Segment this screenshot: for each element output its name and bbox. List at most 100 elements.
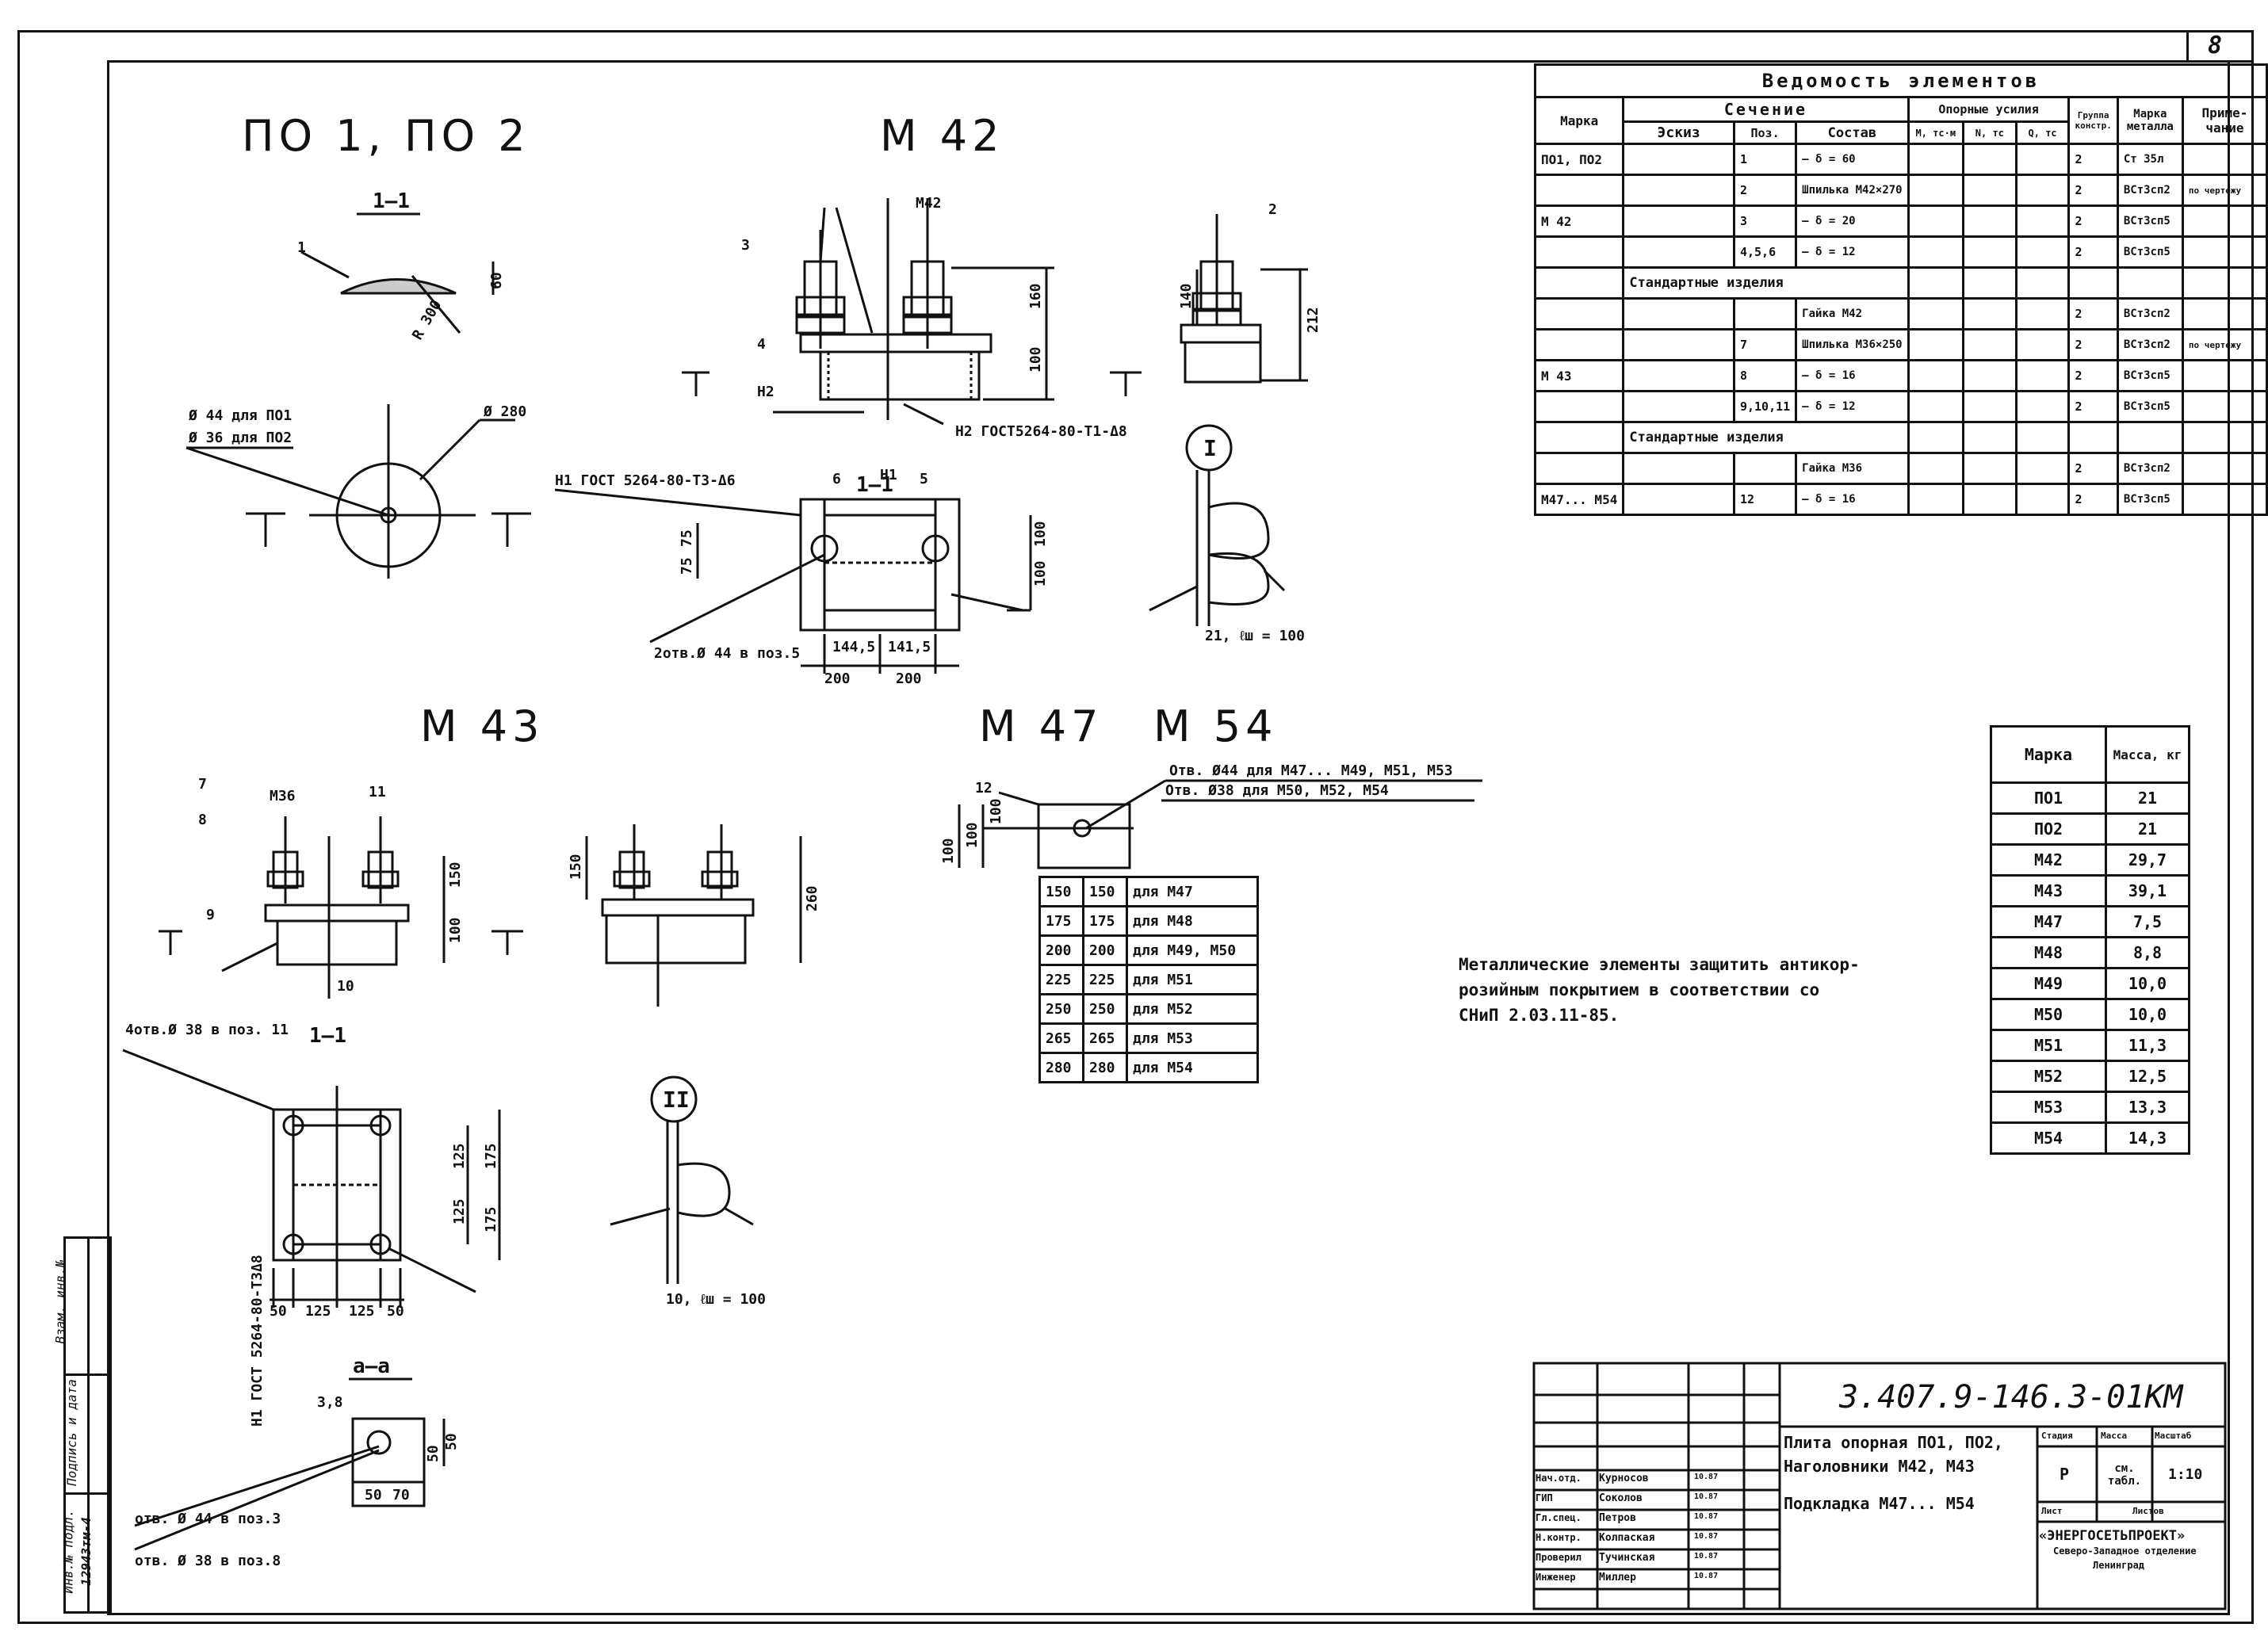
vedomost-row: Стандартные изделия (1533, 266, 2268, 300)
vedomost-cell-eskiz (1622, 359, 1735, 392)
stamp-person-field: Колпаская (1599, 1532, 1655, 1544)
vedomost-cell-m (1907, 483, 1964, 516)
m43-label-d5: 125 (451, 1143, 468, 1169)
mass-cell-mark: М51 (1990, 1029, 2107, 1062)
po-section-label: 1–1 (373, 189, 410, 213)
m47-label-d2: 100 (940, 838, 957, 864)
vedomost-cell-poz: 2 (1732, 174, 1798, 207)
vedomost-h-marka: Марка (1533, 96, 1625, 145)
vedomost-cell-gr (2067, 421, 2119, 454)
vedomost-cell-m (1907, 359, 1964, 392)
vedomost-cell-gr: 2 (2067, 328, 2119, 361)
vedomost-cell-mark (1533, 266, 1625, 300)
m42-label-p2: 2 (1268, 201, 1277, 218)
vedomost-cell-n (1961, 235, 2017, 269)
vedomost-cell-metal: Ст 35л (2116, 143, 2184, 176)
vedomost-cell-sostav: – δ = 60 (1795, 143, 1910, 176)
mass-cell-value: 14,3 (2105, 1121, 2190, 1155)
mass-cell-mark: ПО2 (1990, 812, 2107, 846)
mass-cell-mark: М50 (1990, 998, 2107, 1031)
vedomost-cell-gr: 2 (2067, 235, 2119, 269)
stamp-person-field: Соколов (1599, 1492, 1643, 1504)
m43-label-b1: 50 (270, 1303, 287, 1320)
vedomost-row: Стандартные изделия (1533, 421, 2268, 454)
vedomost-cell-mark: ПО1, ПО2 (1533, 143, 1625, 176)
stamp-org-1: «ЭНЕРГОСЕТЬПРОЕКТ» (2039, 1528, 2186, 1544)
mass-h-mass: Масса, кг (2105, 725, 2190, 784)
mass-cell-value: 12,5 (2105, 1060, 2190, 1093)
vedomost-h-eskiz: Эскиз (1622, 120, 1735, 145)
vedomost-cell-metal: ВСт3сп2 (2116, 174, 2184, 207)
vedomost-cell-prim (2181, 421, 2268, 454)
m42-label-p5: 5 (920, 471, 928, 487)
stamp-org-2: Северо-Западное отделение (2053, 1545, 2197, 1557)
m42-label-d4: 212 (1305, 307, 1321, 333)
m47-size-cell: для М48 (1126, 905, 1259, 937)
vedomost-cell-gr (2067, 266, 2119, 300)
vedomost-cell-q (2014, 359, 2071, 392)
m42-label-bolt: М42 (916, 195, 942, 212)
m43-section-aa: а–а (353, 1354, 390, 1378)
m47-size-cell: 265 (1082, 1022, 1128, 1054)
vedomost-cell-eskiz (1622, 452, 1735, 485)
m43-label-d6: 125 (451, 1198, 468, 1224)
stamp-person-field: Миллер (1599, 1572, 1636, 1584)
m43-label-a2: 50 (443, 1433, 460, 1450)
note-line-2: розийным покрытием в соответствии со (1459, 980, 1820, 999)
vedomost-cell-sostav: – δ = 16 (1795, 359, 1910, 392)
m42-label-d9: 75 (679, 529, 695, 547)
stamp-massa-h: Масса (2101, 1431, 2128, 1441)
mass-cell-mark: М53 (1990, 1091, 2107, 1124)
m47-size-cell: 150 (1082, 876, 1128, 907)
vedomost-cell-q (2014, 421, 2071, 454)
stamp-person-field: 10.87 (1694, 1552, 1719, 1561)
vedomost-cell-metal (2116, 266, 2184, 300)
mass-cell-mark: М52 (1990, 1060, 2107, 1093)
stamp-org-3: Ленинград (2093, 1560, 2145, 1571)
vedomost-cell-poz (1732, 452, 1798, 485)
vedomost-cell-m (1907, 204, 1964, 238)
mass-cell-mark: М48 (1990, 936, 2107, 969)
mass-cell-value: 21 (2105, 781, 2190, 815)
vedomost-cell-q (2014, 390, 2071, 423)
m47-size-cell: 200 (1082, 934, 1128, 966)
m42-label-n2: Н2 (757, 384, 774, 400)
sheet-number: 8 (2208, 32, 2223, 59)
vedomost-cell-q (2014, 174, 2071, 207)
vedomost-cell-prim (2181, 390, 2268, 423)
sheet-inner-frame (107, 60, 2230, 1615)
m43-label-p10: 10 (337, 978, 354, 995)
stamp-name-1: Плита опорная ПО1, ПО2, (1784, 1433, 2003, 1452)
stamp-frame (1532, 1362, 2227, 1610)
vedomost-cell-n (1961, 452, 2017, 485)
vedomost-cell-mark: М47... М54 (1533, 483, 1625, 516)
m42-plan-rect (799, 498, 961, 632)
m43-label-a4: 70 (392, 1487, 410, 1503)
m43-label-d7: 175 (483, 1143, 499, 1169)
vedomost-cell-q (2014, 297, 2071, 330)
vedomost-h-opor: Опорные усилия (1907, 96, 2071, 123)
vedomost-cell-m (1907, 143, 1964, 176)
m42-label-weld2: Н1 ГОСТ 5264-80-Т3-Δ6 (555, 472, 736, 489)
po-label-pos: 1 (297, 239, 306, 256)
vedomost-cell-sostav: – δ = 12 (1795, 235, 1910, 269)
m42-label-d2: 100 (1027, 346, 1044, 372)
m42-label-d12: 100 (1032, 560, 1049, 586)
m47-size-cell: 250 (1038, 993, 1084, 1025)
stamp-name-3: Подкладка М47... М54 (1784, 1494, 1975, 1513)
vedomost-cell-gr: 2 (2067, 297, 2119, 330)
m43-label-d2: 100 (447, 917, 464, 943)
m43-label-a1: 50 (425, 1445, 442, 1462)
stamp-list-h: Лист (2041, 1506, 2063, 1516)
m43-label-d3: 150 (568, 854, 584, 880)
vedomost-cell-n (1961, 174, 2017, 207)
m43-label-d1: 150 (447, 862, 464, 888)
po-label-h: 60 (488, 272, 505, 289)
stamp-person-field: Проверил (1536, 1552, 1581, 1563)
